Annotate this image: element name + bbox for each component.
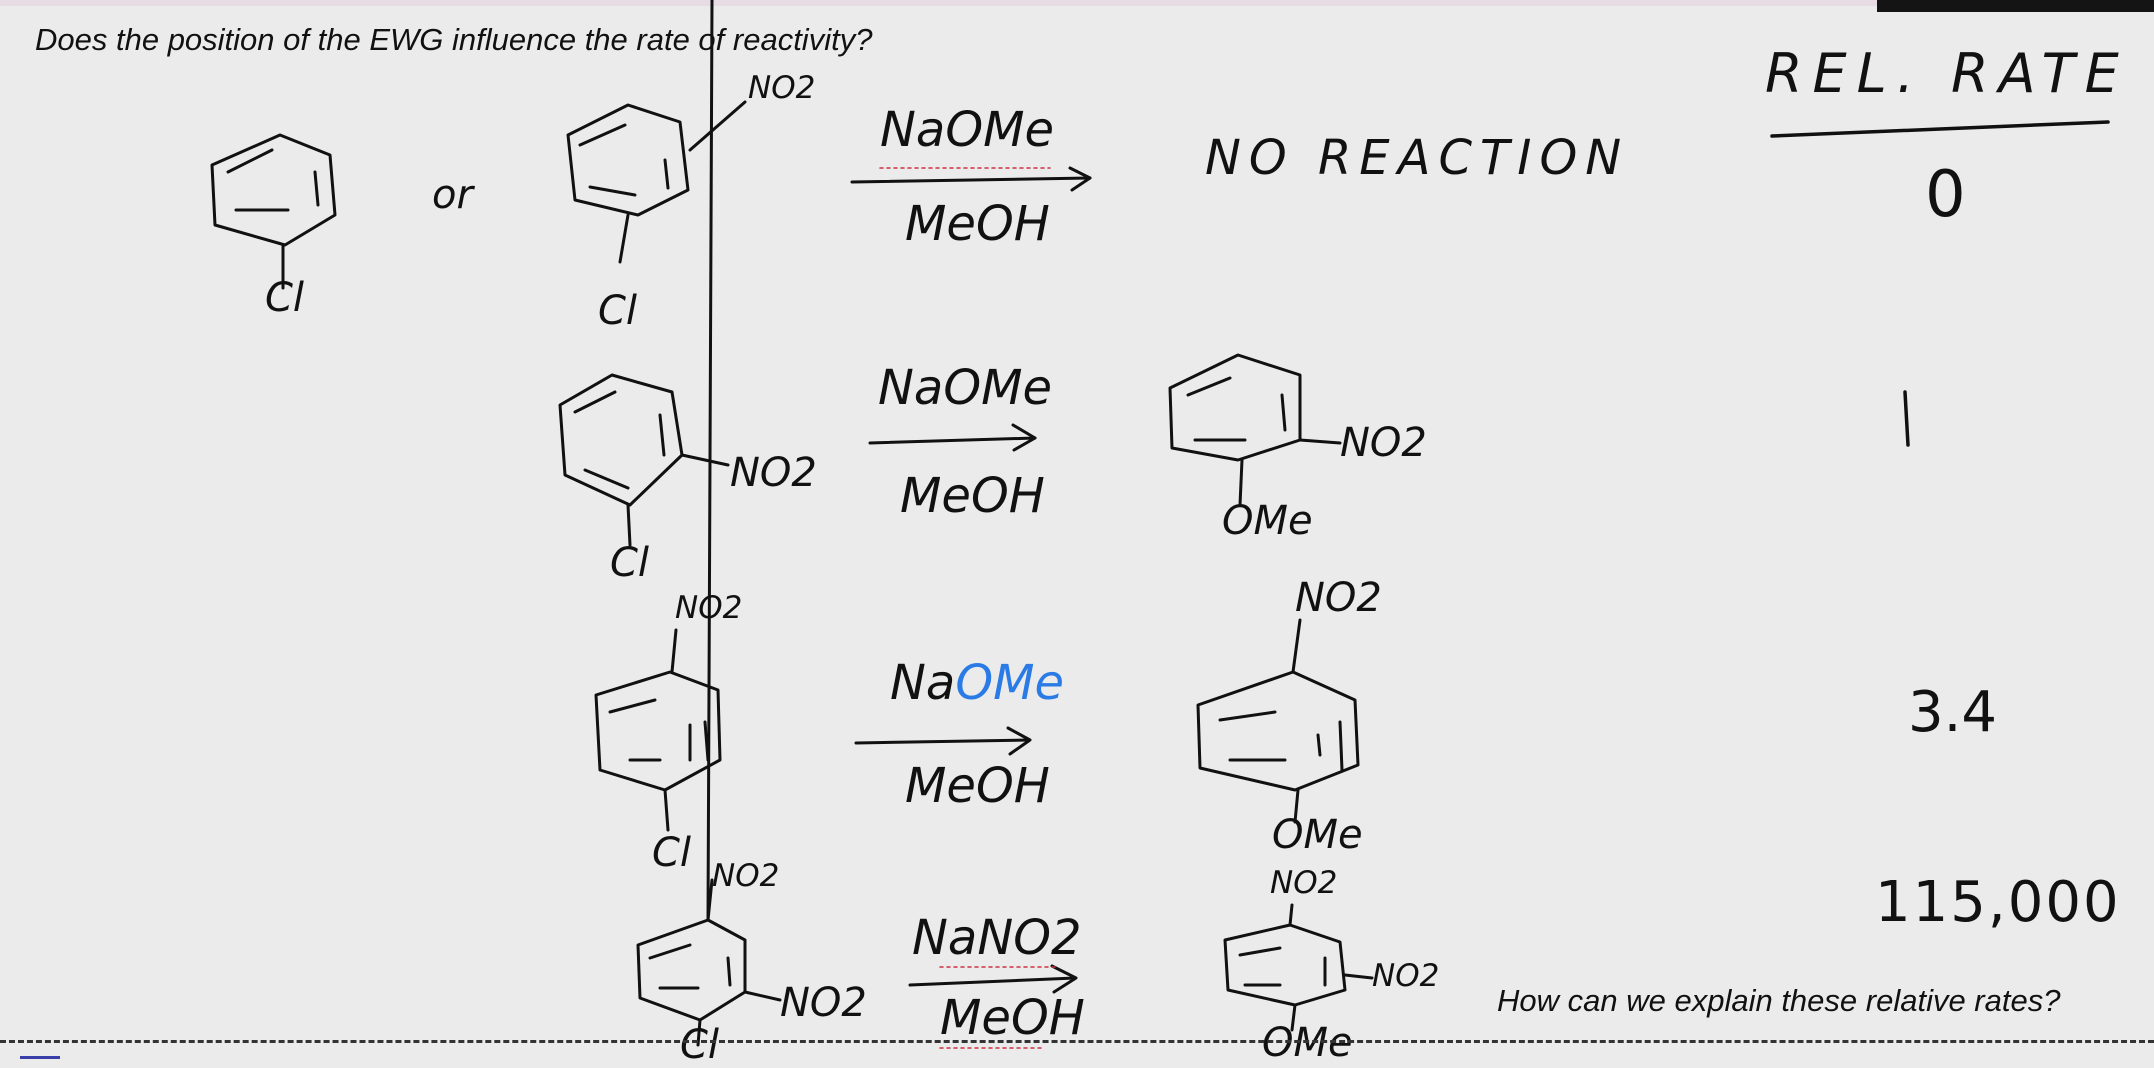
arrow-row-3 [854,726,1032,756]
reactant-1b-cl-label: Cl [598,288,638,334]
reactant-1-cl-label: Cl [265,275,305,321]
dinitro-product-structure [1223,903,1374,1032]
no-reaction-label: NO REACTION [1205,130,1630,186]
para-nitrochlorobenzene-structure [594,628,722,832]
meta-nitrochlorobenzene-structure [566,100,747,264]
rate-value-row-3: 3.4 [1908,680,1998,745]
ortho-product-structure [1168,353,1342,507]
reactant-3-no2-label: NO2 [675,590,743,626]
page-bottom-dashed-border [0,1040,2154,1043]
solvent-row-1: MeOH [905,196,1050,252]
slide-question: Does the position of the EWG influence t… [35,22,873,57]
reagent-row-2: NaOMe [878,360,1053,416]
ortho-nitrochlorobenzene-structure [558,373,730,547]
product-3-no2-label: NO2 [1295,575,1382,621]
reagent-row-1: NaOMe [880,102,1055,158]
product-4-ome-label: OMe [1262,1020,1353,1066]
solvent-row-4: MeOH [940,990,1085,1046]
chlorobenzene-structure [210,133,337,290]
top-right-overlay [1877,0,2154,12]
reagent-row-4: NaNO2 [912,910,1082,966]
dinitrochlorobenzene-structure [636,0,782,1047]
reactant-2-no2-label: NO2 [730,450,817,496]
reagent-row-3-prefix: Na [890,655,956,711]
reactant-3-cl-label: Cl [652,830,692,876]
reagent-row-3-highlight: OMe [955,655,1065,711]
product-2-ome-label: OMe [1222,498,1313,544]
arrow-row-1 [850,166,1092,192]
product-4-no2-side-label: NO2 [1372,958,1440,994]
rel-rate-header: REL. RATE [1765,42,2129,105]
reactant-2-cl-label: Cl [610,540,650,586]
product-4-no2-top-label: NO2 [1270,865,1338,901]
reactant-4-no2-top-label: NO2 [712,858,780,894]
solvent-row-2: MeOH [900,468,1045,524]
solvent-row-3: MeOH [905,758,1050,814]
top-border [0,0,2154,6]
reactant-4-no2-side-label: NO2 [780,980,867,1026]
closing-question: How can we explain these relative rates? [1497,983,2061,1018]
or-label: or [432,172,473,218]
rate-value-row-4: 115,000 [1875,870,2121,935]
corner-marker [20,1056,60,1059]
para-product-structure [1196,618,1360,824]
reactant-4-cl-label: Cl [680,1022,720,1068]
rate-value-row-1: 0 [1925,158,1966,232]
product-2-no2-label: NO2 [1340,420,1427,466]
reactant-1b-no2-label: NO2 [748,70,816,106]
product-3-ome-label: OMe [1272,812,1363,858]
arrow-row-4 [908,964,1078,1049]
reagent-row-3: NaOMe [890,655,1064,711]
arrow-row-2 [868,423,1037,452]
